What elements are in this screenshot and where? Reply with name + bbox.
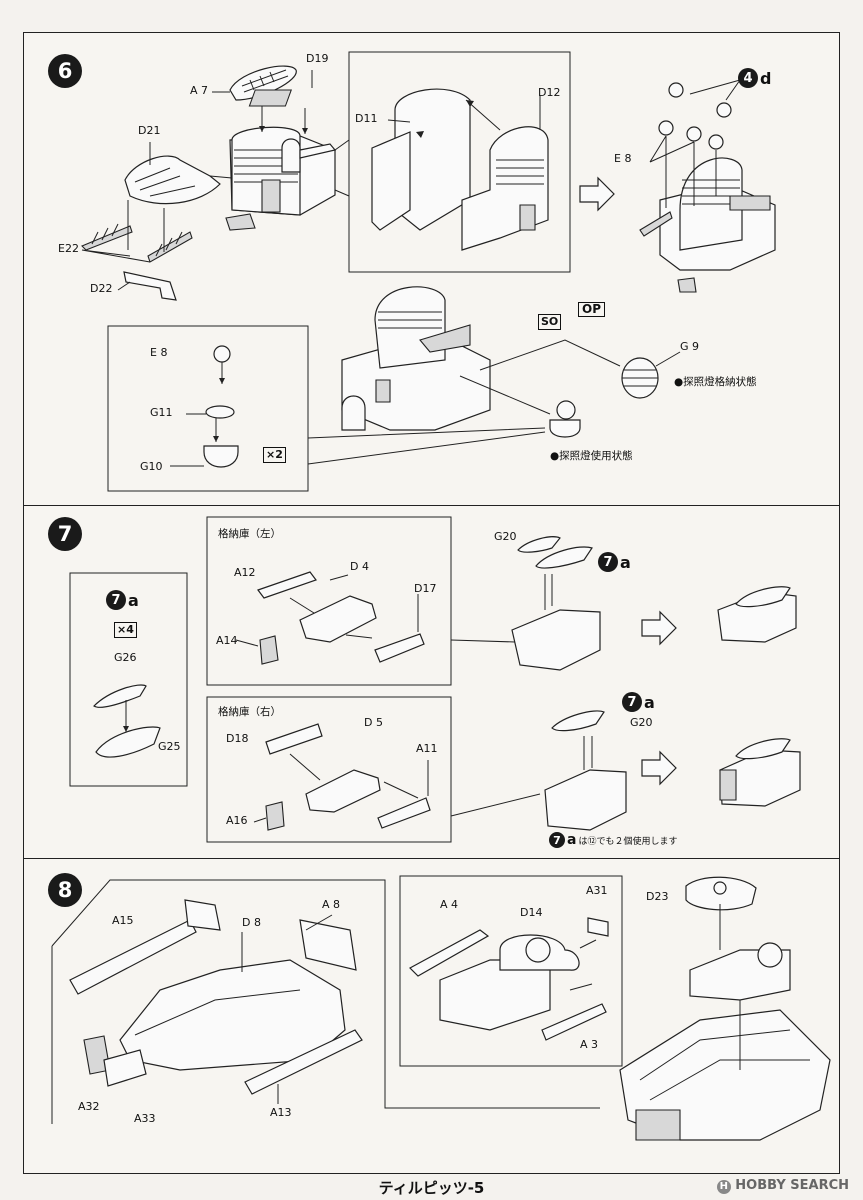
hull-assembled xyxy=(619,876,831,1141)
label-g20-mid: G20 xyxy=(630,716,653,729)
sub-step-7a-mid: 7 a xyxy=(622,692,655,712)
label-g20-top: G20 xyxy=(494,530,517,543)
part-d22 xyxy=(123,271,177,301)
label-d4: D 4 xyxy=(350,560,369,573)
watermark-text: HOBBY SEARCH xyxy=(735,1178,849,1193)
hull-deck-parts xyxy=(69,899,363,1104)
page-footer-title: ティルピッツ-5 xyxy=(378,1179,485,1197)
superstructure-base-parts xyxy=(409,917,609,1041)
hobby-search-watermark: H HOBBY SEARCH xyxy=(716,1178,849,1194)
label-d18: D18 xyxy=(226,732,249,745)
label-a7: A 7 xyxy=(190,84,209,97)
label-a8: A 8 xyxy=(322,898,341,911)
label-d5: D 5 xyxy=(364,716,383,729)
label-d12: D12 xyxy=(538,86,561,99)
title-hangar-right: 格納庫（右） xyxy=(218,706,281,718)
label-a13: A13 xyxy=(270,1106,292,1119)
sub-step-number: 4 xyxy=(738,68,758,88)
step-6-number: 6 xyxy=(48,54,82,88)
step-divider xyxy=(23,505,840,506)
sub-step-number: 7 xyxy=(106,590,126,610)
label-d8: D 8 xyxy=(242,916,261,929)
part-e22 xyxy=(81,223,193,263)
badge-op: OP xyxy=(578,302,605,317)
sub-step-letter: a xyxy=(567,832,577,848)
label-a33: A33 xyxy=(134,1112,156,1125)
multiplier-x2: ×2 xyxy=(263,447,286,463)
label-d22: D22 xyxy=(90,282,113,295)
part-g9-stowed xyxy=(621,357,659,399)
label-g9: G 9 xyxy=(680,340,700,353)
hangar-right-assembled xyxy=(544,710,801,831)
step-divider xyxy=(23,858,840,859)
assembly-arrow xyxy=(579,176,615,212)
bridge-tower-assembly xyxy=(225,126,337,231)
part-e8-lamps xyxy=(658,82,732,150)
hangar-right-parts xyxy=(253,723,431,831)
note-searchlight-in-use: ●探照燈使用状態 xyxy=(550,450,633,462)
sub-step-number: 7 xyxy=(598,552,618,572)
bridge-side-view xyxy=(341,286,491,431)
watermark-logo-icon: H xyxy=(716,1180,731,1194)
part-g26-boat xyxy=(93,684,147,708)
step-7-number: 7 xyxy=(48,517,82,551)
note-7a-usage: 7 a は ⑫ でも２個使用します xyxy=(549,832,678,848)
label-d19: D19 xyxy=(306,52,329,65)
label-a32: A32 xyxy=(78,1100,100,1113)
label-g10: G10 xyxy=(140,460,163,473)
hangar-left-assembled xyxy=(511,536,797,671)
part-d19 xyxy=(248,89,292,107)
badge-so: SO xyxy=(538,314,562,330)
label-a15: A15 xyxy=(112,914,134,927)
label-a16: A16 xyxy=(226,814,248,827)
assembly-arrow xyxy=(641,750,677,786)
bridge-assembled xyxy=(639,157,776,293)
label-a14: A14 xyxy=(216,634,238,647)
note-prefix: は xyxy=(578,836,588,847)
hangar-left-parts xyxy=(235,571,425,665)
sub-step-4d: 4 d xyxy=(738,68,771,88)
label-d11: D11 xyxy=(355,112,378,125)
sub-step-7a: 7 a xyxy=(106,590,139,610)
part-d11-d12 xyxy=(371,88,549,251)
part-d21 xyxy=(124,155,221,205)
label-a11: A11 xyxy=(416,742,438,755)
sub-step-letter: a xyxy=(620,552,631,572)
label-a31: A31 xyxy=(586,884,608,897)
label-g11: G11 xyxy=(150,406,173,419)
label-d21: D21 xyxy=(138,124,161,137)
sub-step-letter: a xyxy=(644,692,655,712)
step-8-number: 8 xyxy=(48,873,82,907)
sub-step-letter: d xyxy=(760,68,772,88)
label-d14: D14 xyxy=(520,906,543,919)
note-step-ref: ⑫ xyxy=(587,836,597,847)
note-suffix: でも２個使用します xyxy=(596,836,678,847)
sub-step-number: 7 xyxy=(622,692,642,712)
label-e8: E 8 xyxy=(614,152,632,165)
label-a3: A 3 xyxy=(580,1038,599,1051)
label-d23: D23 xyxy=(646,890,669,903)
multiplier-x4: ×4 xyxy=(114,622,137,638)
label-g25: G25 xyxy=(158,740,181,753)
note-searchlight-stowed: ●探照燈格納状態 xyxy=(674,376,757,388)
title-hangar-left: 格納庫（左） xyxy=(218,528,281,540)
sub-step-7a-top: 7 a xyxy=(598,552,631,572)
label-d17: D17 xyxy=(414,582,437,595)
label-e22: E22 xyxy=(58,242,79,255)
sub-step-letter: a xyxy=(128,590,139,610)
assembly-arrow xyxy=(641,610,677,646)
label-g26: G26 xyxy=(114,651,137,664)
inset-lamp-parts xyxy=(170,345,239,468)
sub-step-number: 7 xyxy=(549,832,565,848)
part-g25-boat xyxy=(95,726,161,758)
label-a4: A 4 xyxy=(440,898,459,911)
label-e8-inset: E 8 xyxy=(150,346,168,359)
label-a12: A12 xyxy=(234,566,256,579)
lamp-in-use xyxy=(549,400,581,438)
